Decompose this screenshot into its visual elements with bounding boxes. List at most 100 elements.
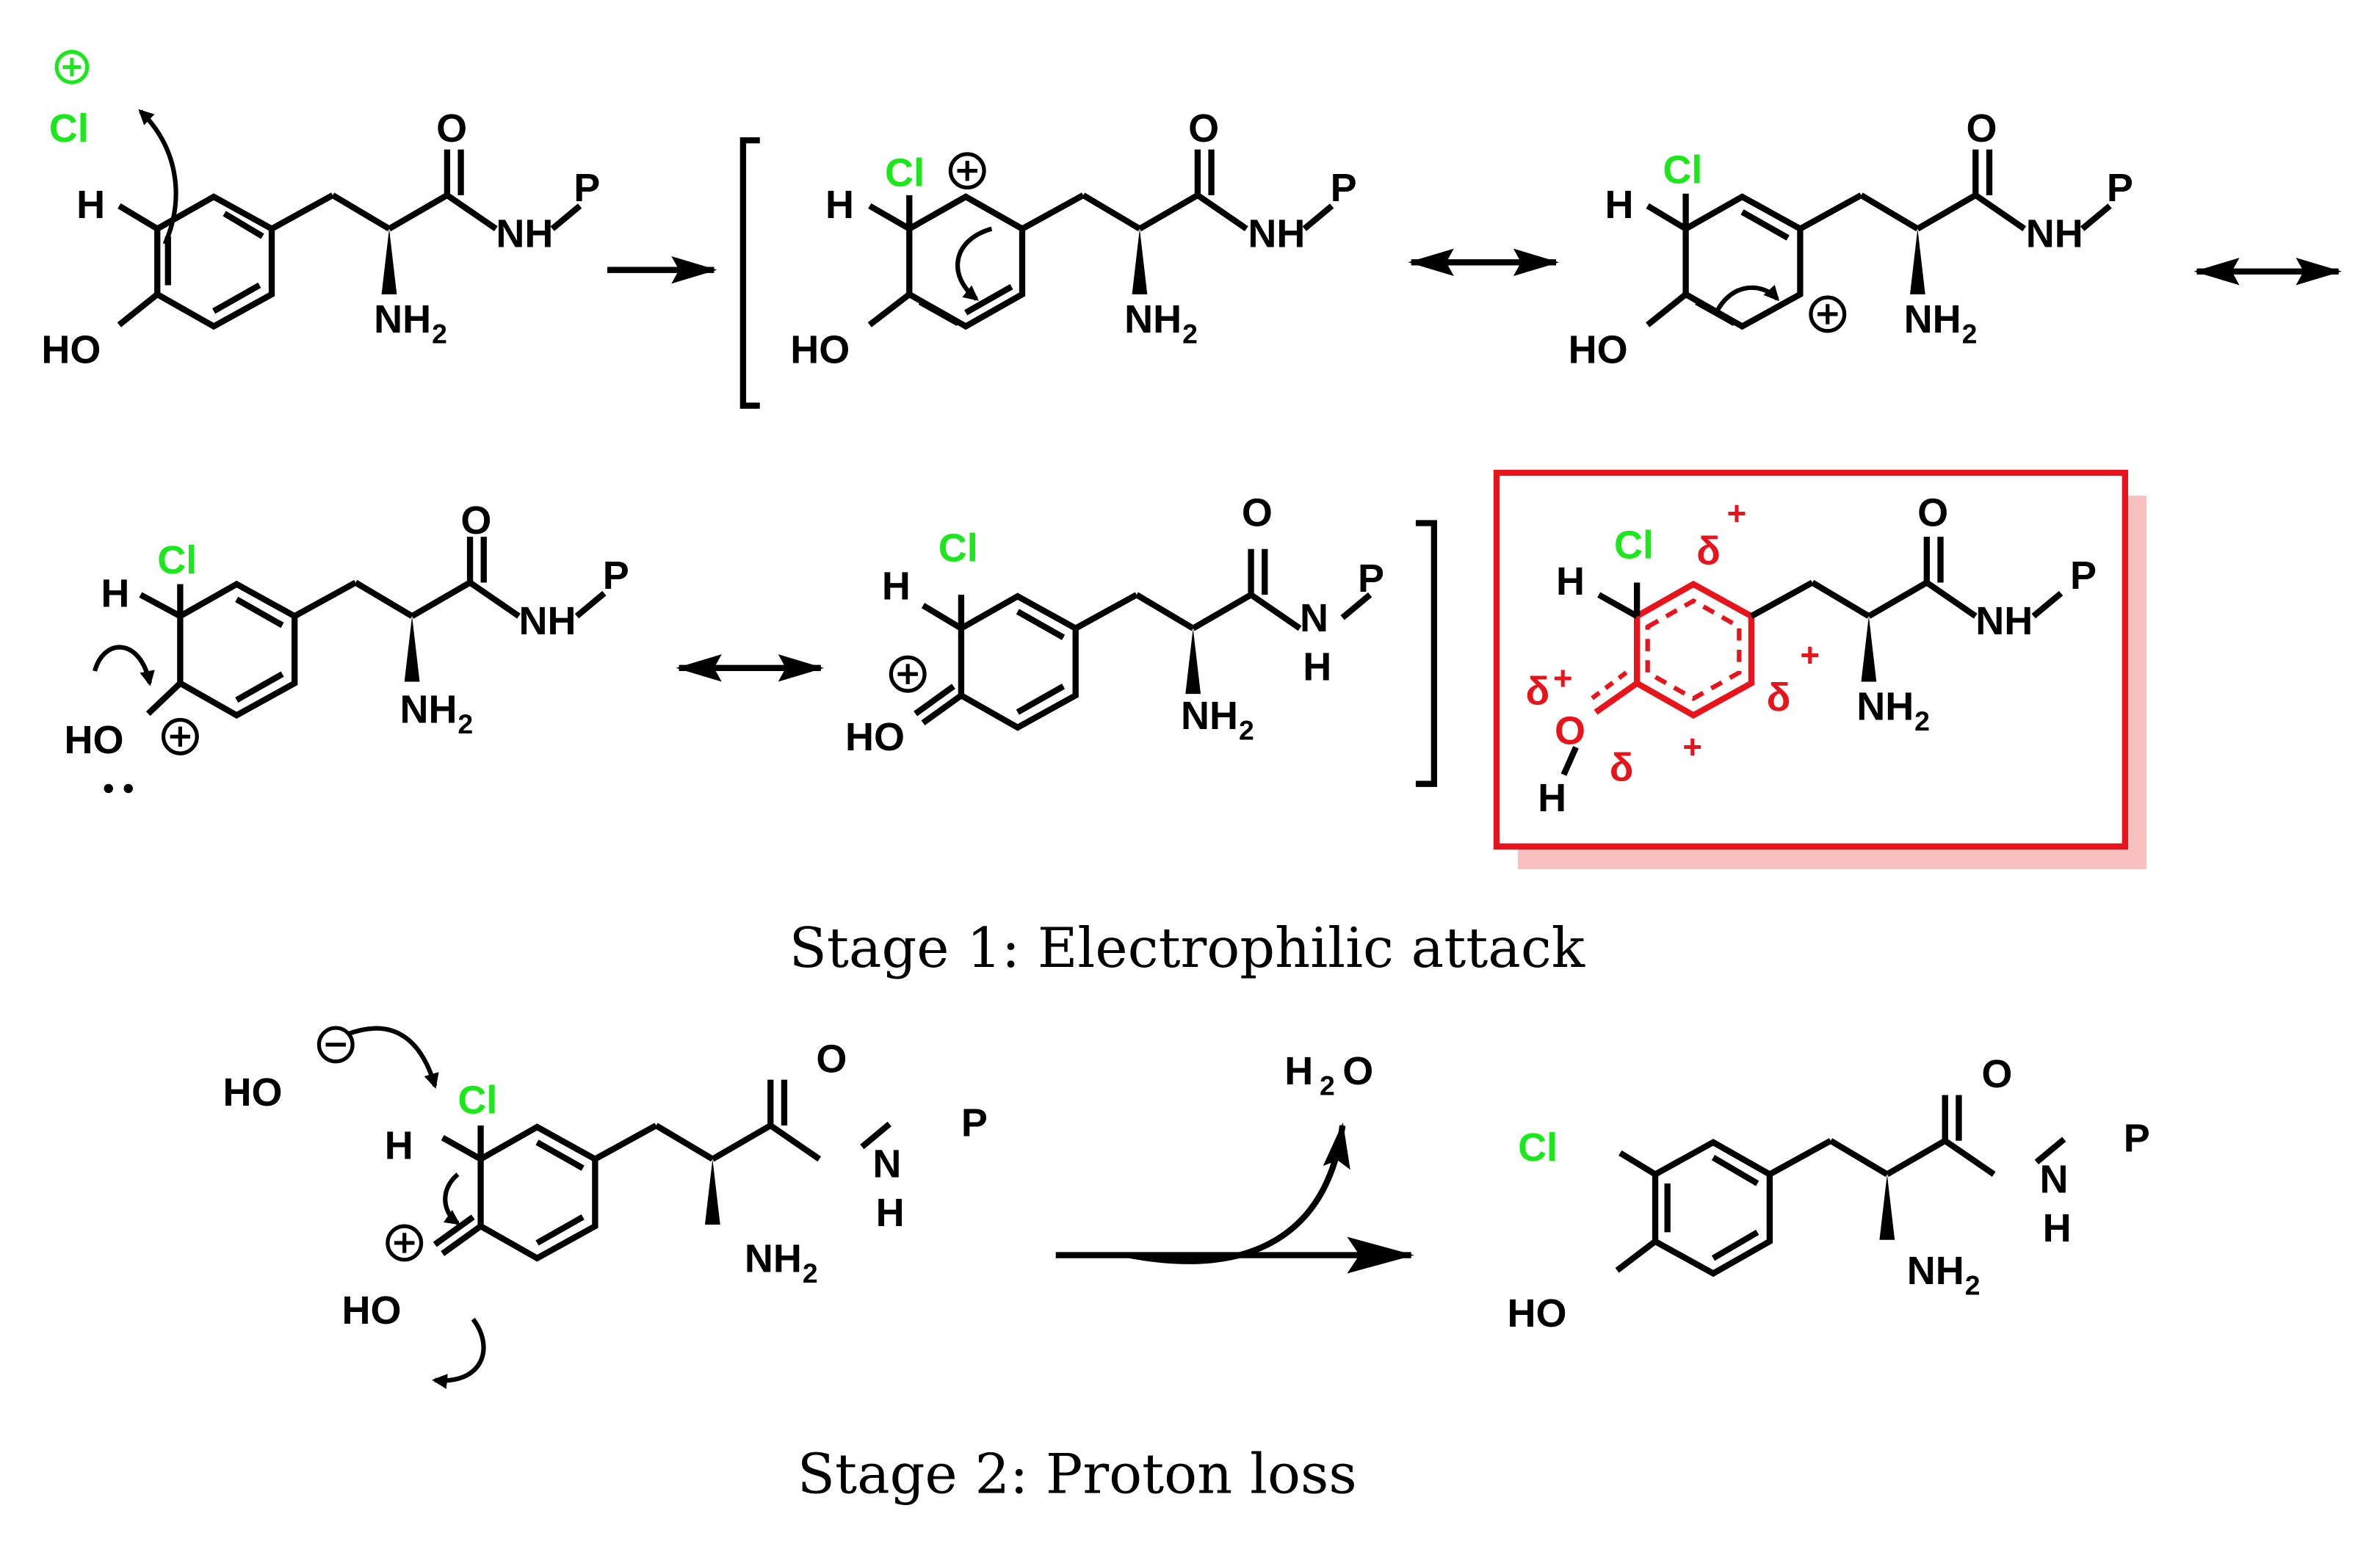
mol6-cl: Cl [1614,523,1654,567]
cl-plus-charge [54,50,90,84]
resonance-bracket-left [739,137,760,409]
mol1-amine-sub: 2 [432,318,447,349]
mol2-ho: HO [790,327,850,371]
mol6-h: H [1556,559,1585,604]
mol5-amine-nh: NH [1181,694,1238,738]
mol6-amine-sub: 2 [1914,706,1930,736]
mol6-delta-ring-top: δ [1696,529,1721,573]
mol6-carbonyl-o: O [1917,491,1948,535]
mol1-p-group: P [574,166,600,210]
water-sub: 2 [1320,1070,1335,1101]
molecule-intermediate-4 [914,548,1372,731]
mol5-ho: HO [845,715,905,759]
molecule-stage2-start [347,1026,891,1389]
mol7-amine-nh: NH [745,1236,802,1280]
mol8-p-group: P [2124,1116,2150,1160]
mol8-carbonyl-o: O [1981,1052,2012,1096]
mol6-ring-bottom-plus: + [1682,728,1702,765]
mol7-amine-sub: 2 [803,1258,818,1289]
water-h: H [1284,1049,1313,1093]
mol1-ho: HO [41,327,101,371]
mol8-ho: HO [1508,1291,1567,1335]
mol4-carbonyl-o: O [460,499,491,543]
mol1-amine-nh: NH [374,297,431,341]
mol3-ho: HO [1569,327,1628,371]
mol5-cl: Cl [938,526,978,570]
mol2-p-group: P [1331,166,1357,210]
molecule-intermediate-1 [867,149,1334,330]
mol6-delta-o-plus: + [1553,659,1573,697]
mol5-plus-charge [889,655,927,693]
mol4-amide-nh: NH [519,599,576,643]
lone-pair-dot [123,783,133,794]
mol2-h: H [825,183,854,227]
caption-stage1: Stage 1: Electrophilic attack [789,916,1585,980]
mol3-h: H [1605,183,1634,227]
highlight-box [1493,469,2128,850]
mol8-amide-n: N [2040,1157,2069,1201]
molecule-product [1615,1095,2066,1277]
mol2-amine-nh: NH [1124,297,1182,341]
mol5-amide-n: N [1300,596,1328,640]
mol8-cl: Cl [1518,1126,1558,1170]
hydroxide-ho: HO [223,1070,283,1114]
mol6-delta-ring-right-plus: + [1800,637,1820,674]
stereo-wedge-8 [1879,1174,1895,1240]
molecule-hybrid [1560,537,2063,776]
chlorine-electrophile: Cl [49,106,89,151]
mol3-amide-nh: NH [2026,212,2083,256]
mol3-amine-nh: NH [1904,297,1961,341]
mol1-h: H [76,183,105,227]
mol6-delta-o: δ [1525,670,1549,714]
mol8-amide-h: H [2043,1206,2072,1250]
mol2-amide-nh: NH [1248,212,1305,256]
mol6-amide-nh: NH [1975,599,2033,643]
stereo-wedge-3 [1909,228,1925,294]
mol5-amide-h: H [1303,645,1331,689]
stereo-wedge-6 [1861,616,1877,682]
mol3-p-group: P [2107,166,2133,210]
mol6-oh-h: H [1538,776,1566,820]
lone-pair-dot [104,783,113,794]
stereo-wedge-4 [404,616,420,682]
mol6-delta-ring-right: δ [1767,675,1791,720]
stereo-wedge-7 [704,1159,720,1225]
mol2-carbonyl-o: O [1188,106,1219,151]
mol4-h: H [101,572,129,616]
mol4-amine-nh: NH [399,688,457,732]
stereo-wedge-2 [1132,228,1148,294]
mol7-h: H [385,1124,413,1168]
mol6-delta-ring-bottom: δ [1610,746,1634,790]
mol7-carbonyl-o: O [816,1037,847,1081]
mol8-amine-nh: NH [1907,1249,1964,1293]
mol1-amide-nh: NH [496,212,553,256]
mol8-amine-sub: 2 [1965,1270,1981,1301]
mol4-plus-charge [161,717,199,755]
mol3-carbonyl-o: O [1967,106,1997,151]
molecule-intermediate-3 [93,537,607,719]
mol5-p-group: P [1358,557,1384,601]
hydroxide-minus-charge [317,1026,355,1064]
mol4-p-group: P [603,554,629,598]
resonance-bracket-right [1415,520,1438,787]
mol2-plus-charge [948,152,986,190]
caption-stage2: Stage 2: Proton loss [797,1443,1357,1507]
mol4-amine-sub: 2 [457,708,473,739]
molecule-intermediate-2 [1646,149,2112,330]
mol7-amide-h: H [876,1191,905,1235]
mol1-carbonyl-o: O [436,106,467,151]
stereo-wedge-5 [1185,628,1201,695]
mol3-amine-sub: 2 [1962,318,1978,349]
mol2-amine-sub: 2 [1182,318,1198,349]
mol5-carbonyl-o: O [1242,491,1273,535]
mol7-plus-charge [386,1224,424,1262]
mol6-delta-ring-top-plus: + [1727,495,1747,532]
mol4-cl: Cl [157,538,197,582]
mol7-p-group: P [961,1101,988,1145]
mol6-amine-nh: NH [1856,684,1914,728]
stereo-wedge-1 [381,228,397,294]
mol3-cl: Cl [1663,148,1702,192]
mol5-h: H [882,564,911,608]
